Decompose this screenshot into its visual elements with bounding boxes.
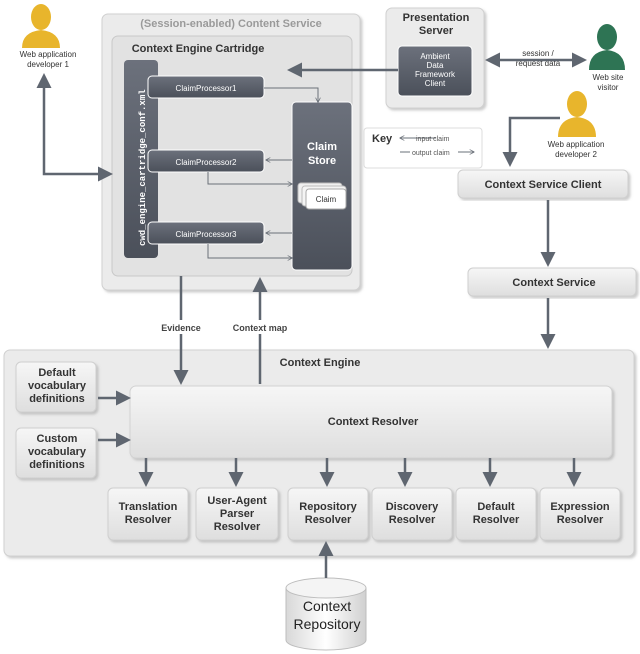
translation-resolver-line2: Resolver (125, 514, 172, 526)
context-map-label: Context map (233, 323, 288, 333)
translation-resolver-box (107, 487, 189, 541)
developer-1-person-icon (22, 4, 60, 48)
claim-item-box (305, 188, 347, 210)
default-resolver-box (455, 487, 537, 541)
user-agent-resolver-line1: User-Agent (207, 495, 267, 507)
claim-item-label: Claim (316, 195, 337, 204)
context-service-client-label: Context Service Client (485, 179, 602, 191)
default-vocab-line3: definitions (29, 393, 85, 405)
claim-flow-arrows (207, 87, 318, 258)
content-service-title: (Session-enabled) Content Service (140, 18, 322, 30)
developer-2-to-client-arrow (502, 116, 560, 167)
expression-resolver-line1: Expression (550, 501, 610, 513)
claim-processor-1-box (147, 75, 265, 99)
user-agent-resolver-line2: Parser (220, 508, 255, 520)
developer-2-person-icon (558, 91, 596, 137)
user-agent-resolver-box (195, 487, 279, 541)
developer-1-to-cartridge-arrow (36, 73, 113, 182)
developer-1-label-line1: Web application (20, 50, 77, 59)
evidence-label-bg (152, 320, 210, 334)
custom-vocabulary-box (15, 427, 97, 479)
developer-1-label-line2: developer 1 (27, 60, 69, 69)
key-output-label: output claim (412, 150, 450, 157)
presentation-title-line1: Presentation (403, 12, 470, 24)
context-service-client-box (457, 169, 629, 199)
context-engine-title: Context Engine (280, 357, 361, 369)
context-repository-cylinder (285, 577, 367, 651)
key-output-label-bg (410, 147, 458, 157)
conf-file-label: cwd_engine_cartridge_conf.xml (138, 89, 148, 246)
session-label-line1: session / (522, 49, 554, 58)
claim-processor-1-label: ClaimProcessor1 (176, 84, 237, 93)
default-resolver-line1: Default (477, 501, 515, 513)
repository-resolver-line2: Resolver (305, 514, 352, 526)
developer-2-label-line1: Web application (548, 140, 605, 149)
context-service-box (467, 267, 637, 297)
claim-processor-2-box (147, 149, 265, 173)
context-resolver-box (129, 385, 613, 459)
repository-label-line1: Context (303, 598, 351, 614)
resolver-boxes: Translation Resolver User-Agent Parser R… (107, 487, 621, 541)
custom-vocab-line2: vocabulary (28, 446, 87, 458)
adf-line-2: Data (427, 61, 444, 70)
default-vocab-line2: vocabulary (28, 380, 87, 392)
claim-processor-2-label: ClaimProcessor2 (176, 158, 237, 167)
key-title: Key (372, 133, 393, 145)
developer-2-label-line2: developer 2 (555, 150, 597, 159)
translation-resolver-line1: Translation (119, 501, 178, 513)
adf-line-3: Framework (415, 70, 456, 79)
repository-resolver-box (287, 487, 369, 541)
claim-store-label-line2: Store (308, 155, 336, 167)
discovery-resolver-box (371, 487, 453, 541)
custom-vocab-line1: Custom (37, 433, 78, 445)
claim-processor-3-box (147, 221, 265, 245)
default-vocabulary-box (15, 361, 97, 413)
visitor-label-line2: visitor (598, 83, 619, 92)
default-vocab-line1: Default (38, 367, 76, 379)
claim-processor-3-label: ClaimProcessor3 (176, 230, 237, 239)
context-map-label-bg (222, 320, 298, 334)
discovery-resolver-line1: Discovery (386, 501, 439, 513)
expression-resolver-box (539, 487, 621, 541)
claim-store-label-line1: Claim (307, 141, 337, 153)
evidence-label: Evidence (161, 323, 201, 333)
website-visitor-person-icon (589, 24, 625, 70)
context-resolver-label: Context Resolver (328, 416, 419, 428)
user-agent-resolver-line3: Resolver (214, 521, 261, 533)
visitor-label-line1: Web site (593, 73, 625, 82)
repository-label-line2: Repository (294, 616, 361, 632)
conf-file-bar (124, 60, 158, 258)
presentation-title-line2: Server (419, 25, 454, 37)
context-service-label: Context Service (512, 277, 595, 289)
key-input-label: input claim (416, 136, 450, 143)
custom-vocab-line3: definitions (29, 459, 85, 471)
adf-line-4: Client (425, 79, 446, 88)
discovery-resolver-line2: Resolver (389, 514, 436, 526)
expression-resolver-line2: Resolver (557, 514, 604, 526)
repository-resolver-line1: Repository (299, 501, 357, 513)
adf-line-1: Ambient (420, 52, 450, 61)
default-resolver-line2: Resolver (473, 514, 520, 526)
cartridge-title: Context Engine Cartridge (132, 43, 265, 55)
